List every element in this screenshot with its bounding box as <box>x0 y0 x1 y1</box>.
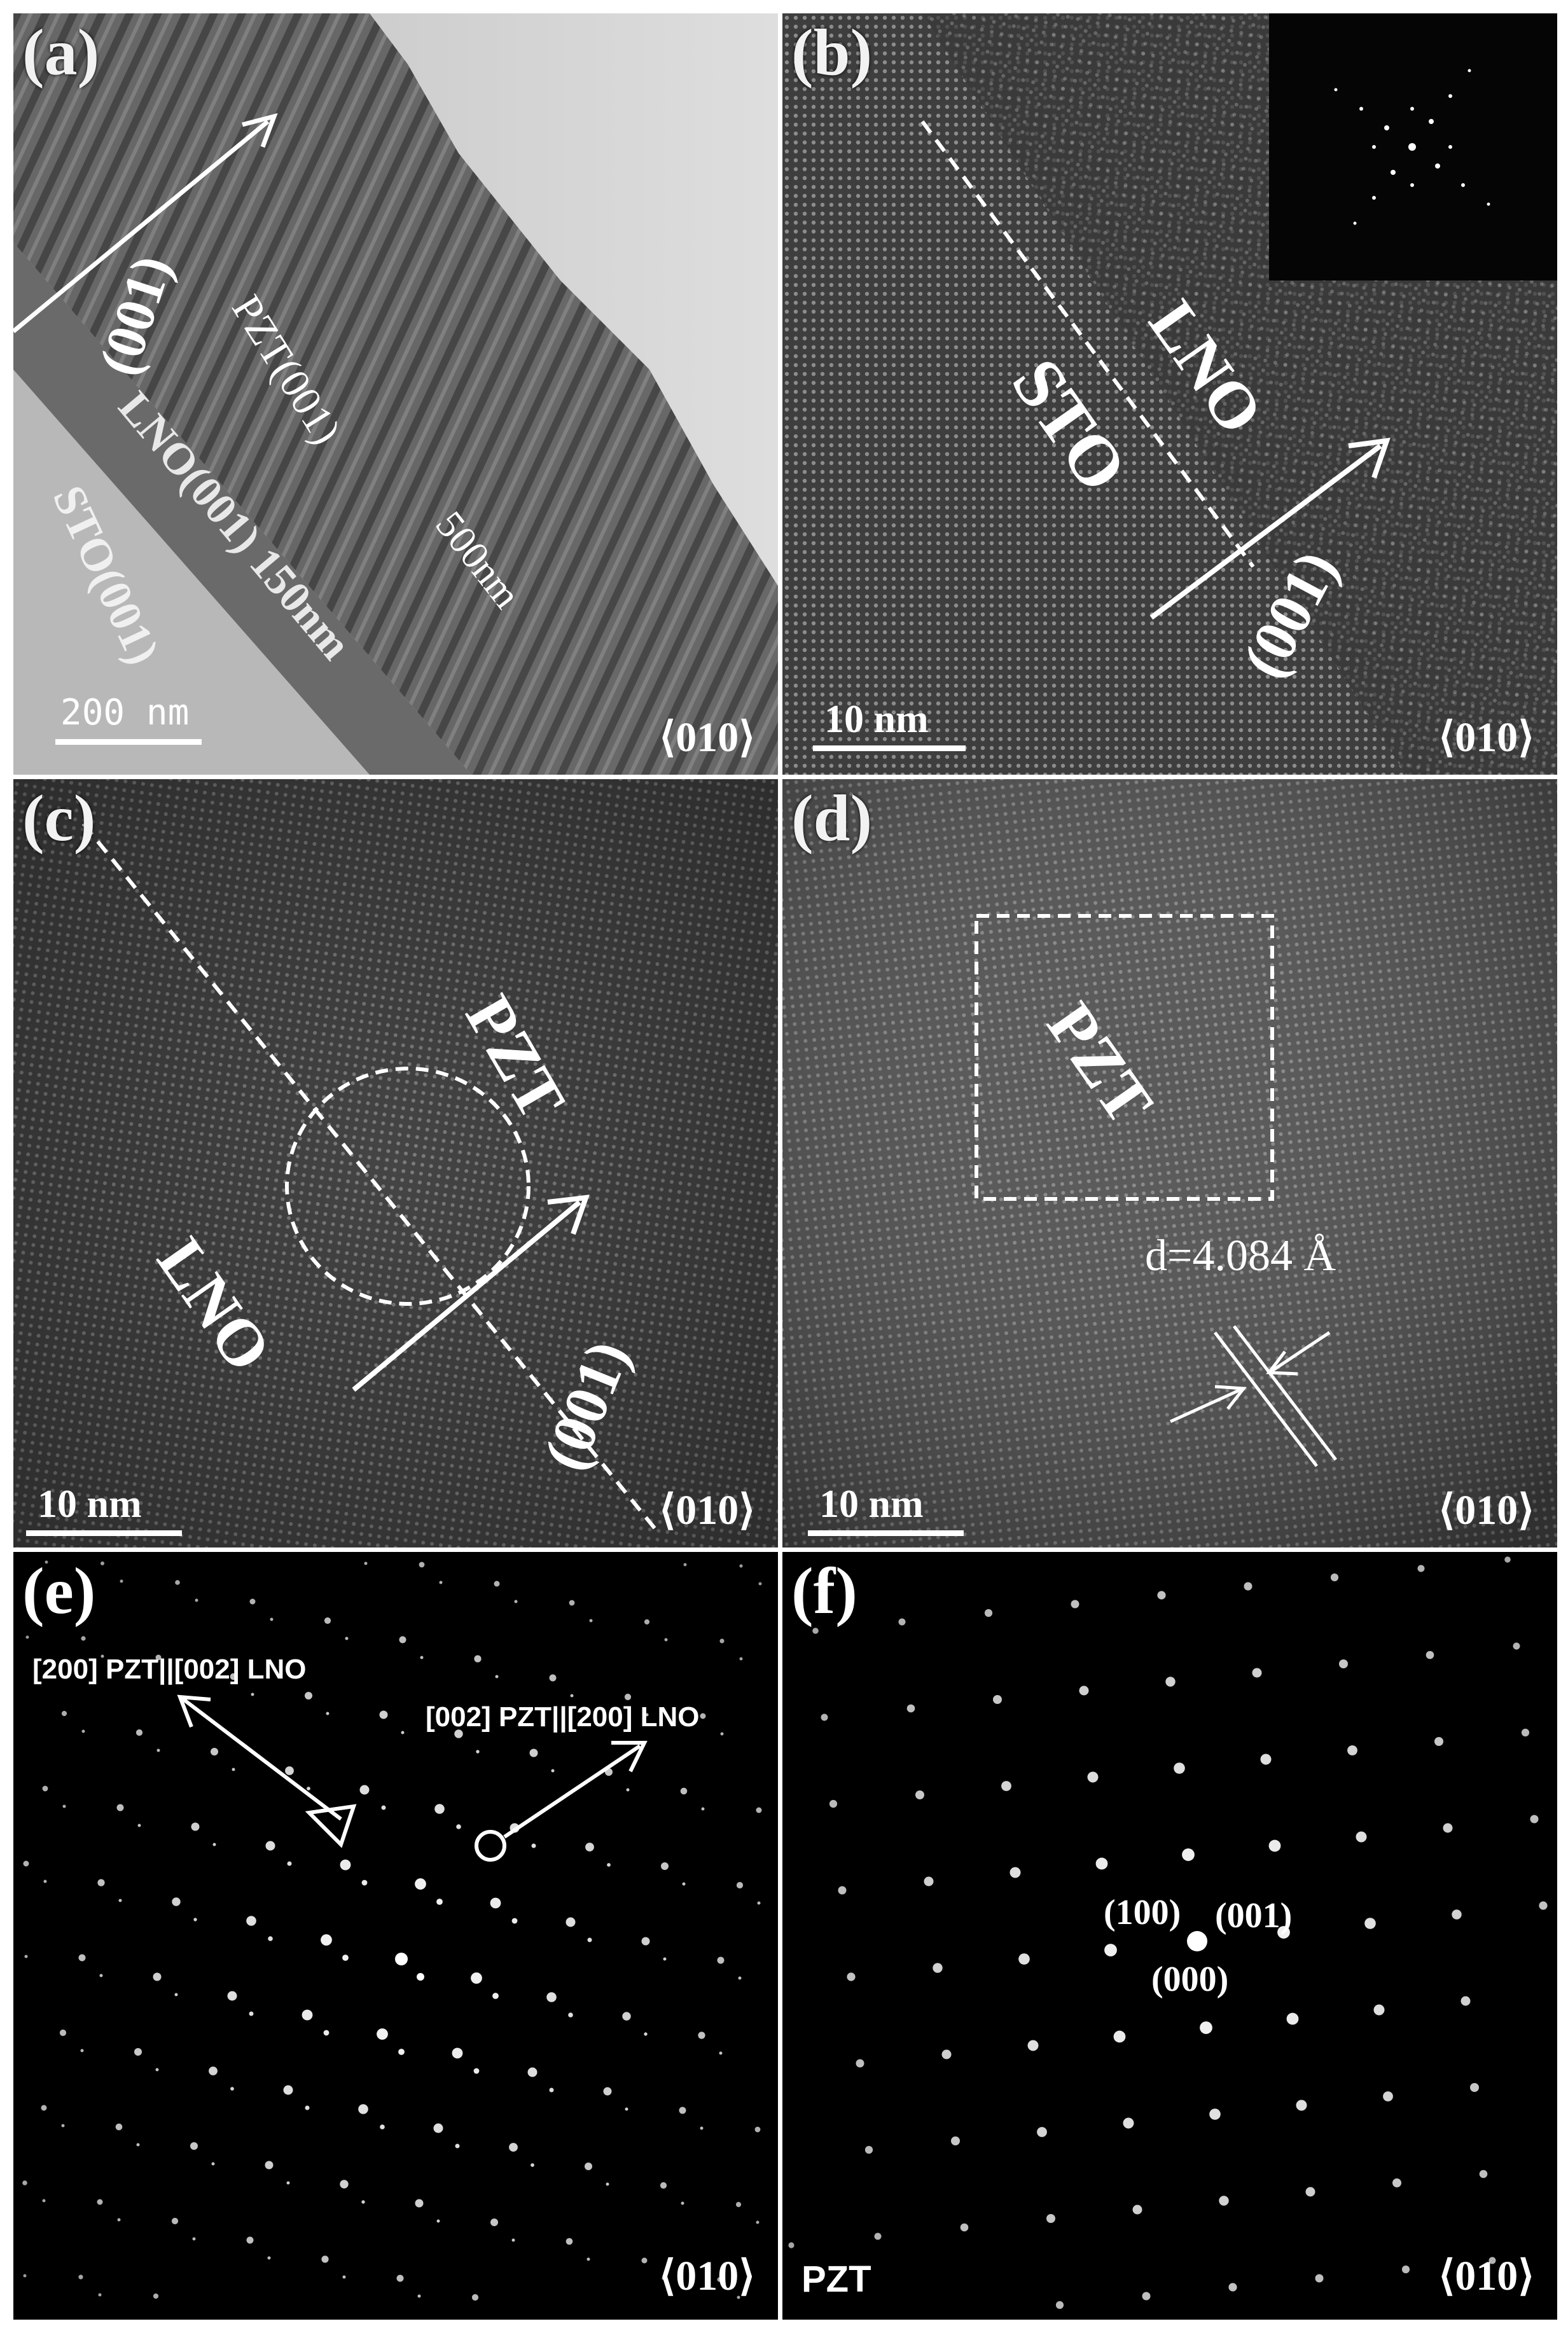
growth-direction-arrow <box>1149 443 1382 620</box>
panel-label: (f) <box>791 1554 857 1628</box>
arrow-head <box>1348 438 1391 479</box>
scale-bar-label: 10 nm <box>819 1483 924 1526</box>
lattice-fringe-1 <box>1214 1331 1318 1467</box>
panel-label: (b) <box>791 16 873 89</box>
growth-direction-arrow <box>352 1200 581 1392</box>
scale-bar: 10 nm <box>813 694 978 751</box>
index-100-label: (100) <box>1104 1893 1181 1932</box>
panel-c-overlay <box>81 822 658 1531</box>
panel-a-cross-section-tem: (a) (001) PZT(001) 500nm LNO(001) 150nm … <box>13 13 778 775</box>
arrow-head <box>611 1741 648 1773</box>
spacing-arrow-left <box>1169 1388 1242 1423</box>
panel-f-saed: (f) (100) (001) (000) PZT ⟨010⟩ <box>782 1552 1557 2320</box>
scale-bar-label: 10 nm <box>824 698 929 741</box>
lattice-fringe-2 <box>1233 1325 1337 1461</box>
zone-axis-label: ⟨010⟩ <box>1438 714 1535 761</box>
hrtem-image <box>782 13 1557 775</box>
arrow-head <box>1214 1385 1247 1410</box>
scale-bar-label: 10 nm <box>38 1483 142 1526</box>
panel-a-overlay <box>13 113 278 333</box>
panel-label: (c) <box>22 782 96 855</box>
zone-axis-label: ⟨010⟩ <box>659 2253 756 2299</box>
central-spot <box>1187 1931 1207 1951</box>
diffraction-pattern <box>13 1552 778 2320</box>
zone-axis-label: ⟨010⟩ <box>1438 1487 1535 1533</box>
panel-e-saed: (e) [200] PZT||[002] LNO [002] PZT||[200… <box>13 1552 778 2320</box>
zone-axis-label: ⟨010⟩ <box>1438 2253 1535 2299</box>
spacing-arrow-right <box>1271 1331 1331 1373</box>
material-label: PZT <box>801 2259 871 2300</box>
d-spacing-label: d=4.084 Å <box>1145 1231 1336 1280</box>
spot-annotation-1: [200] PZT||[002] LNO <box>32 1654 307 1685</box>
diffraction-spots <box>788 1556 1548 2309</box>
arrow-head <box>242 113 278 148</box>
panel-label: (d) <box>791 782 873 855</box>
region-circle <box>285 1067 531 1306</box>
diffraction-spots <box>22 1560 762 2301</box>
diffraction-pattern <box>782 1552 1557 2320</box>
pointer-arrow-1 <box>181 1696 342 1821</box>
panel-d-overlay <box>975 914 1337 1467</box>
panel-c-hrtem: (c) PZT LNO (001) 10 nm ⟨010⟩ <box>13 779 778 1547</box>
zone-axis-label: ⟨010⟩ <box>659 1487 756 1533</box>
panel-e-overlay <box>177 1694 648 1862</box>
spot-annotation-2: [002] PZT||[200] LNO <box>426 1701 700 1733</box>
panel-d-hrtem: (d) PZT d=4.084 Å 10 nm ⟨010⟩ <box>782 779 1557 1547</box>
fft-inset-spots <box>1334 69 1490 225</box>
interface-line <box>81 822 658 1531</box>
panel-label: (e) <box>22 1554 96 1628</box>
scale-bar: 10 nm <box>808 1479 973 1536</box>
arrow-head <box>547 1194 590 1235</box>
panel-b-hrtem: (b) LNO STO (001) 10 nm ⟨010⟩ <box>782 13 1557 775</box>
arrow-head <box>177 1694 211 1728</box>
region-box <box>975 914 1274 1201</box>
hrtem-image <box>782 779 1557 1547</box>
panel-label: (a) <box>22 16 100 89</box>
circle-marker <box>475 1830 506 1862</box>
index-000-label: (000) <box>1151 1960 1229 1999</box>
cross-section-image <box>13 13 778 775</box>
triangle-marker <box>305 1804 357 1848</box>
panel-b-overlay <box>920 120 1391 620</box>
interface-line <box>920 120 1255 568</box>
hrtem-image <box>13 779 778 1547</box>
scale-bar: 10 nm <box>26 1479 191 1536</box>
growth-direction-arrow <box>13 120 270 333</box>
index-001-label: (001) <box>1215 1896 1293 1935</box>
scale-bar-label: 200 nm <box>60 692 190 733</box>
arrow-head <box>1266 1350 1298 1376</box>
zone-axis-label: ⟨010⟩ <box>659 714 756 761</box>
pointer-arrow-2 <box>503 1744 641 1839</box>
scale-bar: 200 nm <box>55 681 208 745</box>
